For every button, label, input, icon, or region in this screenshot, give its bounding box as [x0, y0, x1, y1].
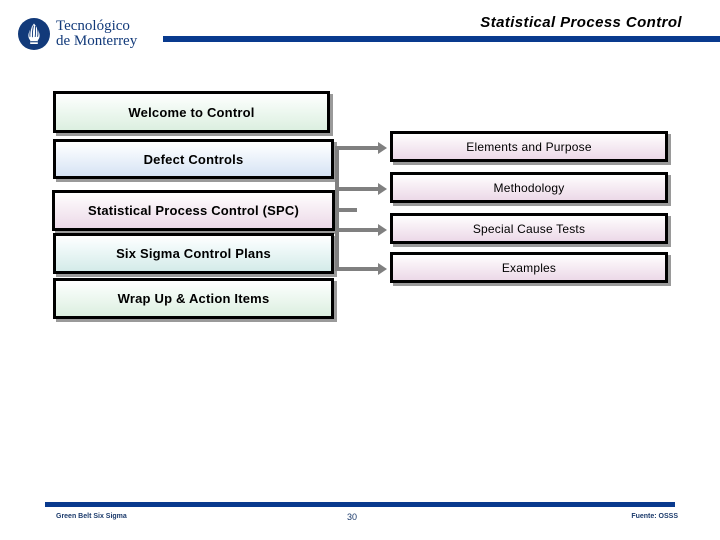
header-divider-rule: [163, 36, 720, 42]
connector-arrowhead-4: [378, 263, 387, 275]
flow-node-label: Elements and Purpose: [466, 139, 592, 154]
flow-node-defect-controls[interactable]: Defect Controls: [53, 139, 334, 179]
flow-node-label: Six Sigma Control Plans: [116, 246, 271, 261]
flame-glyph-icon: [28, 23, 40, 44]
flow-node-label: Special Cause Tests: [472, 221, 586, 236]
flow-node-elements-and-purpose[interactable]: Elements and Purpose: [390, 131, 668, 162]
brand-line-1: Tecnológico: [56, 18, 130, 34]
flow-node-label: Examples: [501, 260, 557, 275]
flow-node-label: Welcome to Control: [128, 104, 255, 120]
connector-arrowhead-3: [378, 224, 387, 236]
slide-title: Statistical Process Control: [480, 14, 682, 31]
brand-logo: Tecnológico de Monterrey: [18, 18, 137, 50]
connector-branch-4: [335, 267, 379, 271]
connector-trunk: [335, 146, 339, 271]
connector-arrowhead-2: [378, 183, 387, 195]
flow-node-six-sigma-control-plans[interactable]: Six Sigma Control Plans: [53, 233, 334, 274]
footer-source-label: Fuente: OSSS: [631, 513, 678, 520]
brand-line-2: de Monterrey: [56, 33, 138, 49]
tecnologico-monterrey-emblem-icon: [18, 18, 50, 50]
footer-divider-rule: [45, 502, 675, 507]
connector-branch-1: [335, 146, 379, 150]
brand-wordmark: Tecnológico de Monterrey: [56, 19, 137, 49]
flow-node-label: Defect Controls: [143, 151, 244, 167]
connector-arrowhead-1: [378, 142, 387, 154]
connector-branch-3: [335, 228, 379, 232]
flow-node-examples[interactable]: Examples: [390, 252, 668, 283]
slide-header: Tecnológico de Monterrey Statistical Pro…: [0, 0, 720, 62]
flow-node-special-cause-tests[interactable]: Special Cause Tests: [390, 213, 668, 244]
flow-node-methodology[interactable]: Methodology: [390, 172, 668, 203]
connector-stem: [335, 208, 357, 212]
flow-node-label: Statistical Process Control (SPC): [87, 203, 300, 218]
flow-node-label: Wrap Up & Action Items: [117, 291, 270, 306]
footer-page-number: 30: [347, 512, 358, 522]
flow-node-welcome-to-control[interactable]: Welcome to Control: [53, 91, 330, 133]
footer-course-label: Green Belt Six Sigma: [56, 513, 127, 520]
flow-node-statistical-process-control[interactable]: Statistical Process Control (SPC): [52, 190, 335, 231]
flow-node-label: Methodology: [493, 180, 565, 195]
flow-node-wrap-up-action-items[interactable]: Wrap Up & Action Items: [53, 278, 334, 319]
connector-branch-2: [335, 187, 379, 191]
